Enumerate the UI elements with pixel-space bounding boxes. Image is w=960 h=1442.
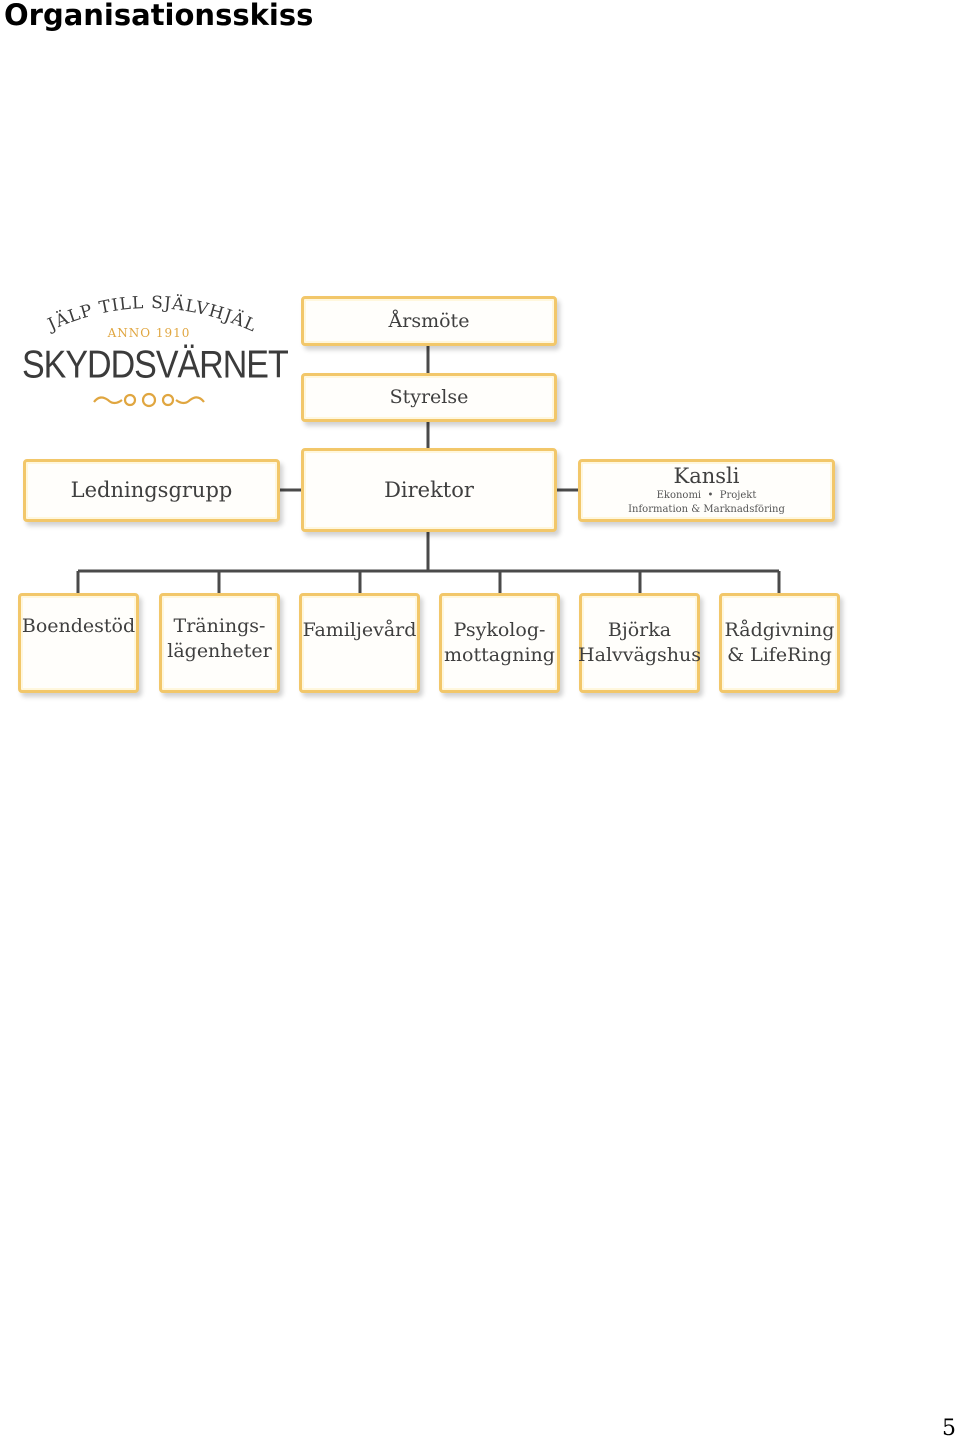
unit-label-line1: Björka [607,619,672,641]
unit-label-line2: Halvvägshus [578,644,701,666]
logo-artwork: HJÄLP TILL SJÄLVHJÄLP [18,290,259,408]
label-direktor: Direktor [384,477,474,502]
unit-label-line2: & LifeRing [727,644,832,666]
unit-label-line1: Rådgivning [724,619,835,641]
logo-ornament [93,392,205,408]
label-kansli-line2: Information & Marknadsföring [628,504,785,515]
box-unit-bjorka-halvvagshus: Björka Halvvägshus [578,593,701,693]
unit-label-line2: lägenheter [167,640,272,662]
box-arsmote: Årsmöte [301,296,557,346]
box-unit-psykologmottagning: Psykolog- mottagning [439,593,560,693]
page-title: Organisationsskiss [4,0,314,32]
unit-label-line1: Boendestöd [21,615,136,637]
box-unit-radgivning-lifering: Rådgivning & LifeRing [719,593,840,693]
box-ledningsgrupp: Ledningsgrupp [23,459,280,522]
unit-label-line2: mottagning [444,644,555,666]
label-arsmote: Årsmöte [388,309,470,332]
box-direktor: Direktor [301,448,557,532]
unit-label-line1: Tränings- [173,615,266,637]
skyddsvarnet-logo: HJÄLP TILL SJÄLVHJÄLP ANNO 1910 SKYDDSVÄ… [18,290,289,420]
box-styrelse: Styrelse [301,373,557,422]
unit-label-line1: Familjevård [302,619,417,641]
label-ledningsgrupp: Ledningsgrupp [70,478,233,502]
label-kansli-line1: Ekonomi • Projekt [656,490,757,501]
logo-anno: ANNO 1910 [107,326,191,340]
box-unit-boendestod: Boendestöd [18,593,139,693]
label-styrelse: Styrelse [389,386,469,408]
logo-name: SKYDDSVÄRNET [22,343,289,387]
label-kansli: Kansli [673,464,740,488]
box-kansli: Kansli Ekonomi • Projekt Information & M… [578,459,835,522]
page-number: 5 [942,1416,956,1441]
box-unit-familjevard: Familjevård [299,593,420,693]
box-unit-traningslagenheter: Tränings- lägenheter [159,593,280,693]
unit-label-line1: Psykolog- [453,619,546,641]
